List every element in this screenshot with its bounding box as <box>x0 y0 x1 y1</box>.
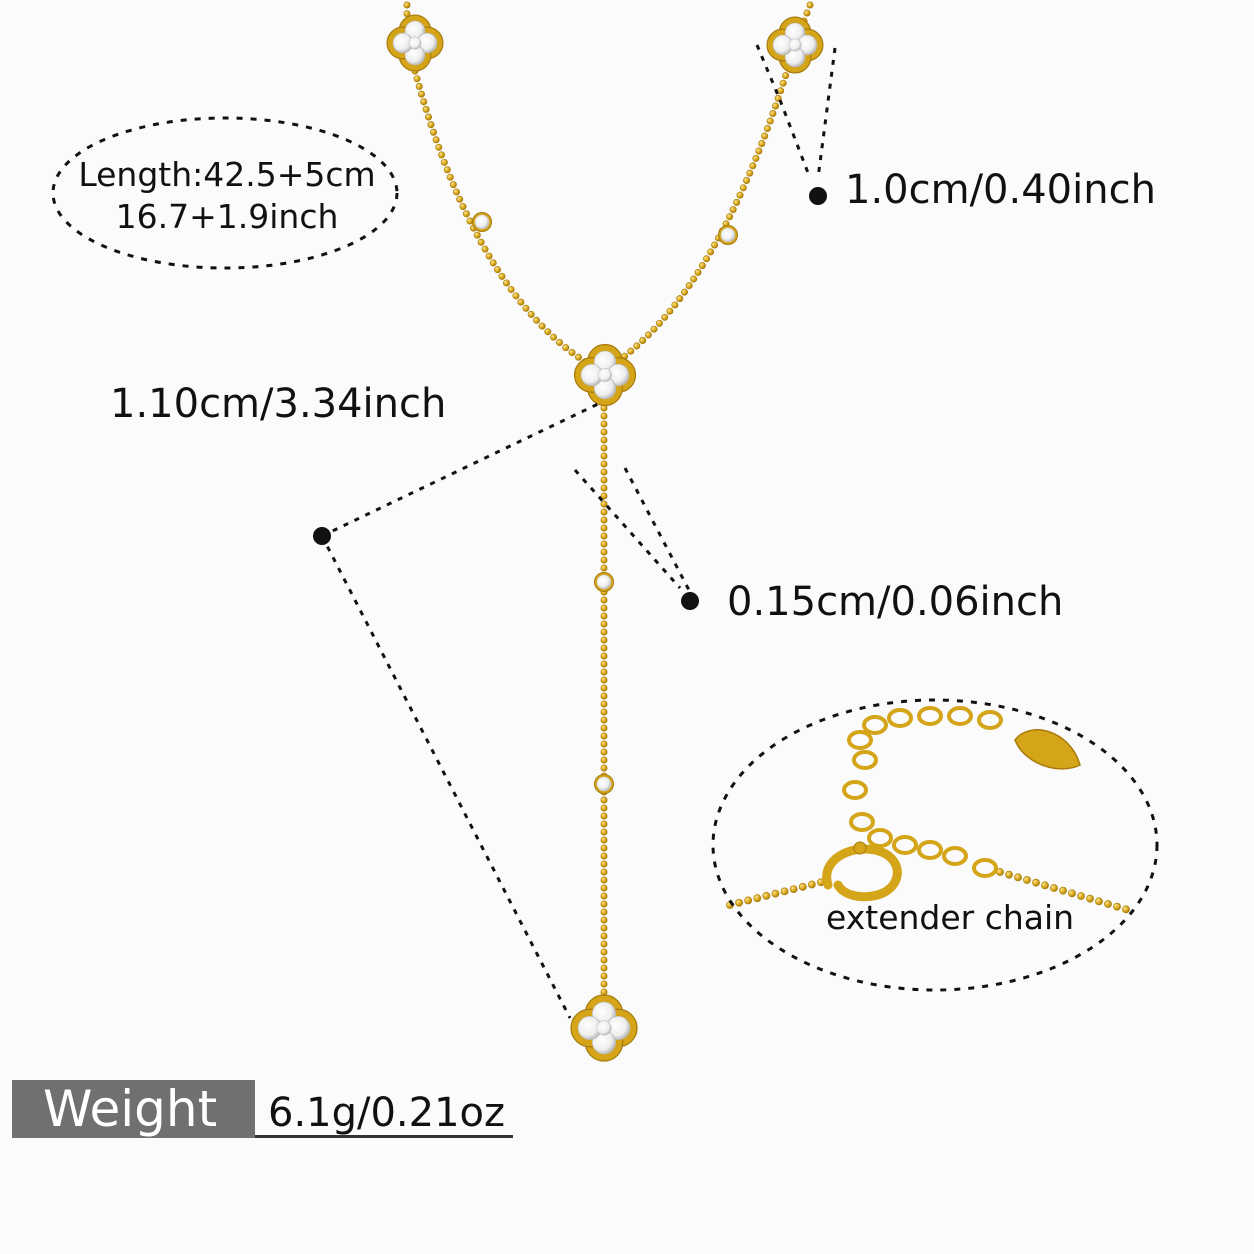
weight-value: 6.1g/0.21oz <box>268 1090 506 1136</box>
pendant-size-dot <box>809 187 827 205</box>
drop-length-line-top <box>321 402 599 538</box>
crystal-bezel <box>472 212 492 232</box>
drop-length-line-bottom <box>320 535 572 1019</box>
extender-link <box>917 840 943 860</box>
extender-link <box>849 812 875 832</box>
extender-link <box>947 706 973 726</box>
crystal-bezel <box>594 774 614 794</box>
bead-chain <box>403 1 814 996</box>
length-label: Length:42.5+5cm 16.7+1.9inch <box>62 154 392 238</box>
extender-ellipse <box>711 698 1159 992</box>
crystal-bezel <box>594 572 614 592</box>
extender-link <box>942 846 968 866</box>
chain-width-line-left <box>573 469 682 589</box>
extender-link <box>867 828 893 848</box>
extender-tag <box>1014 729 1081 770</box>
chain-width-label: 0.15cm/0.06inch <box>727 579 1064 625</box>
extender-chain-illustration <box>726 706 1130 914</box>
extender-link <box>892 835 918 855</box>
chain-width-dot <box>681 592 699 610</box>
clover-charm-drop <box>570 994 638 1062</box>
clover-charm-center <box>573 343 637 407</box>
pendant-size-line-left <box>755 44 782 101</box>
drop-length-dot <box>313 527 331 545</box>
drop-length-label: 1.10cm/3.34inch <box>110 381 447 427</box>
clover-charm-top-left <box>386 14 444 72</box>
length-cm: Length:42.5+5cm <box>78 155 376 194</box>
length-inch: 16.7+1.9inch <box>115 197 339 236</box>
crystal-bezel <box>718 225 738 245</box>
lobster-clasp <box>822 844 902 902</box>
extender-link <box>847 730 873 750</box>
pendant-size-label: 1.0cm/0.40inch <box>845 167 1156 213</box>
weight-underline <box>255 1135 513 1138</box>
clover-charm-top-right <box>766 16 824 74</box>
chain-width-line-right <box>623 467 692 593</box>
extender-link <box>917 706 943 726</box>
weight-badge <box>12 1080 255 1138</box>
extender-link <box>977 710 1003 730</box>
clover-charms <box>386 14 824 1062</box>
dimension-lines <box>51 44 1159 1019</box>
extender-link <box>852 750 878 770</box>
extender-chain-label: extender chain <box>826 898 1075 937</box>
weight-label: Weight <box>43 1080 218 1138</box>
extender-link <box>842 780 868 800</box>
length-ellipse <box>51 116 399 270</box>
pendant-size-line-join <box>778 99 812 179</box>
extender-link <box>887 708 913 728</box>
extender-link <box>862 715 888 735</box>
extender-link <box>972 858 998 878</box>
pendant-size-line-right <box>816 47 837 179</box>
